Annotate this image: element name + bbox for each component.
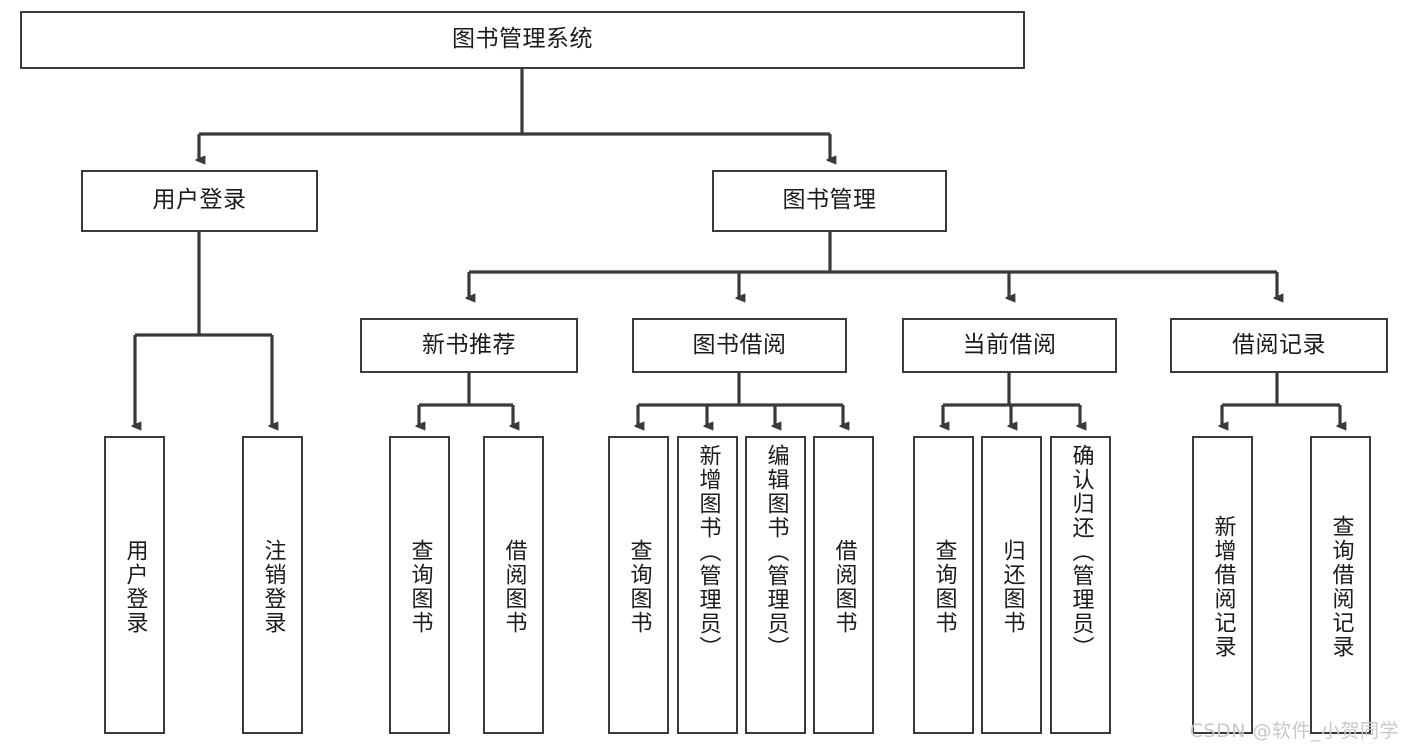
leaf-logout[interactable]: 注销登录 xyxy=(242,436,303,734)
node-book-manage[interactable]: 图书管理 xyxy=(712,170,947,232)
node-current-borrow-label: 当前借阅 xyxy=(962,331,1057,358)
leaf-edit-book[interactable]: 编辑图书（管理员） xyxy=(745,436,806,734)
leaf-user-login-label: 用户登录 xyxy=(122,539,148,635)
leaf-borrow-book-1[interactable]: 借阅图书 xyxy=(483,436,544,734)
leaf-user-login[interactable]: 用户登录 xyxy=(104,436,165,734)
leaf-query-record[interactable]: 查询借阅记录 xyxy=(1310,436,1371,734)
node-root-system-label: 图书管理系统 xyxy=(452,26,593,53)
leaf-return-book-label: 归还图书 xyxy=(999,539,1025,635)
node-user-login[interactable]: 用户登录 xyxy=(81,170,318,232)
leaf-add-book-label: 新增图书（管理员） xyxy=(695,444,721,660)
leaf-return-book[interactable]: 归还图书 xyxy=(981,436,1042,734)
leaf-query-book-1-label: 查询图书 xyxy=(407,539,433,635)
node-user-login-label: 用户登录 xyxy=(152,187,247,214)
leaf-edit-book-label: 编辑图书（管理员） xyxy=(763,444,789,660)
leaf-borrow-book-2[interactable]: 借阅图书 xyxy=(813,436,874,734)
node-book-borrow[interactable]: 图书借阅 xyxy=(632,318,847,373)
leaf-borrow-book-1-label: 借阅图书 xyxy=(501,539,527,635)
leaf-query-book-2-label: 查询图书 xyxy=(626,539,652,635)
leaf-confirm-return-label: 确认归还（管理员） xyxy=(1068,444,1094,660)
csdn-watermark: CSDN @软件_小贺同学 xyxy=(1189,720,1399,742)
node-borrow-record[interactable]: 借阅记录 xyxy=(1170,318,1388,373)
leaf-query-book-2[interactable]: 查询图书 xyxy=(608,436,669,734)
leaf-add-record-label: 新增借阅记录 xyxy=(1210,515,1236,659)
leaf-query-book-1[interactable]: 查询图书 xyxy=(389,436,450,734)
leaf-borrow-book-2-label: 借阅图书 xyxy=(831,539,857,635)
leaf-query-book-3[interactable]: 查询图书 xyxy=(913,436,974,734)
node-borrow-record-label: 借阅记录 xyxy=(1232,331,1326,358)
leaf-add-book[interactable]: 新增图书（管理员） xyxy=(677,436,738,734)
leaf-logout-label: 注销登录 xyxy=(260,539,286,635)
node-root-system[interactable]: 图书管理系统 xyxy=(20,11,1025,69)
leaf-add-record[interactable]: 新增借阅记录 xyxy=(1192,436,1253,734)
node-new-book-recommend-label: 新书推荐 xyxy=(422,331,516,358)
node-current-borrow[interactable]: 当前借阅 xyxy=(902,318,1117,373)
leaf-confirm-return[interactable]: 确认归还（管理员） xyxy=(1050,436,1111,734)
leaf-query-book-3-label: 查询图书 xyxy=(931,539,957,635)
node-book-manage-label: 图书管理 xyxy=(782,187,877,214)
node-new-book-recommend[interactable]: 新书推荐 xyxy=(360,318,578,373)
node-book-borrow-label: 图书借阅 xyxy=(692,331,787,358)
leaf-query-record-label: 查询借阅记录 xyxy=(1328,515,1354,659)
